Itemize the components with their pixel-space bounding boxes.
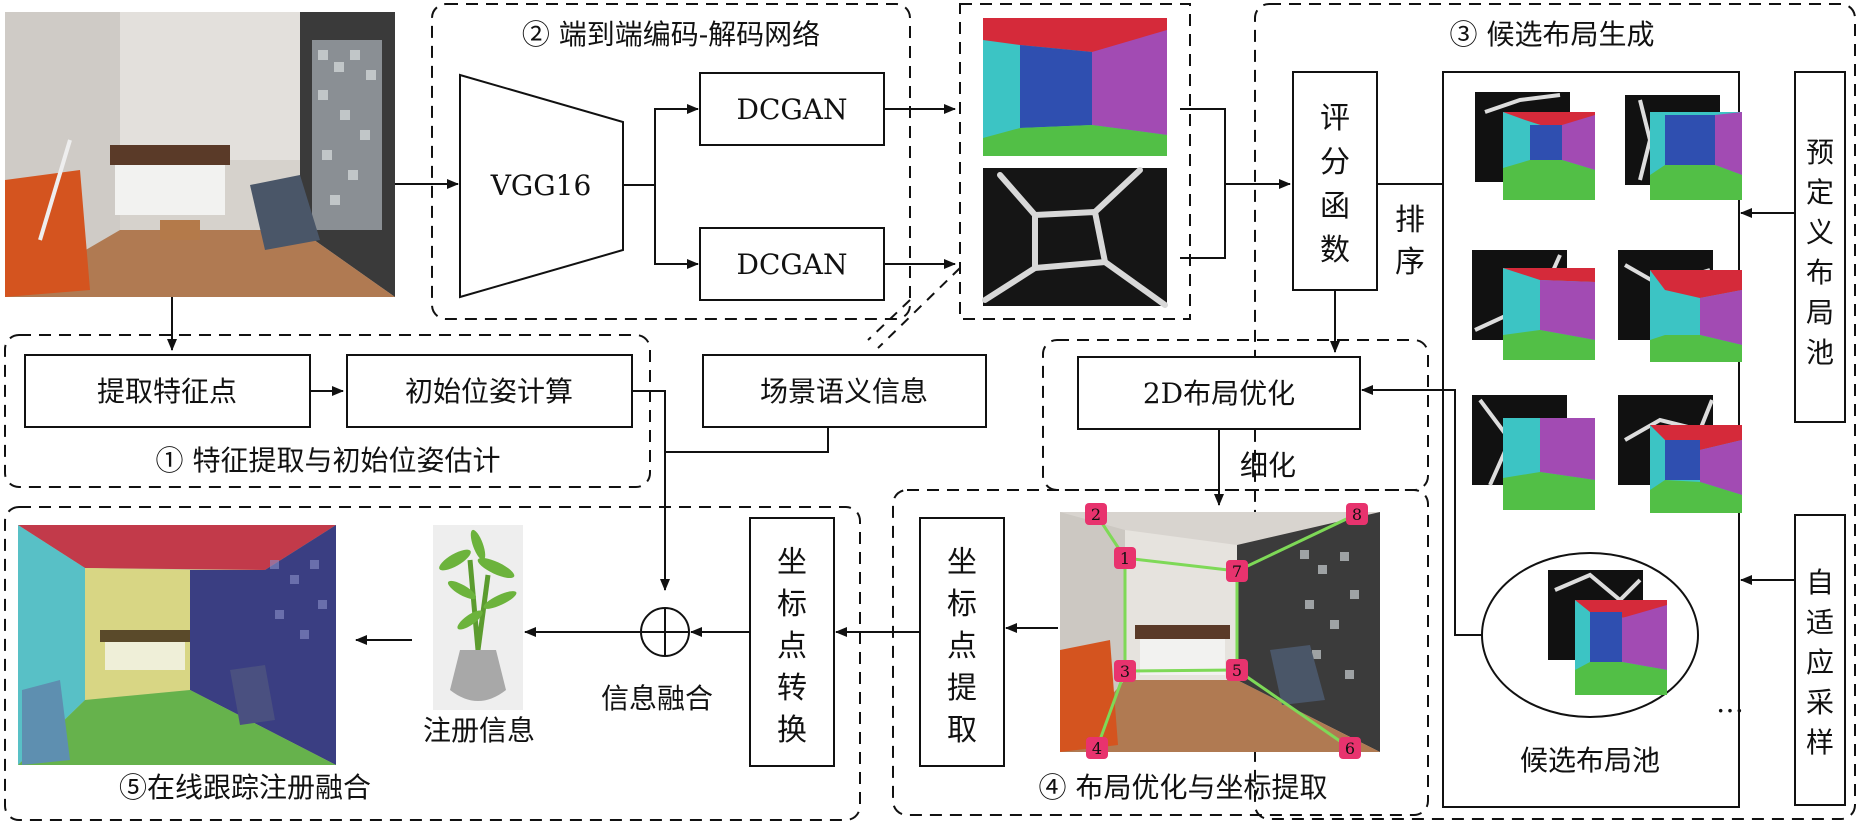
svg-text:7: 7	[1232, 562, 1242, 581]
svg-text:点: 点	[947, 629, 977, 664]
extract-features-block	[24, 354, 311, 428]
module-4-lower-frame	[892, 489, 1429, 816]
coord-transform-block	[749, 517, 835, 767]
svg-text:采: 采	[1806, 686, 1834, 719]
keypoint-2: 2	[1085, 503, 1107, 525]
svg-text:3: 3	[1120, 662, 1130, 681]
svg-text:点: 点	[777, 629, 807, 664]
score-function-block	[1292, 71, 1378, 291]
module-5-title: ⑤在线跟踪注册融合	[119, 771, 371, 804]
keypoint-3: 3	[1114, 660, 1136, 682]
svg-text:排: 排	[1395, 203, 1425, 238]
fused-result-image	[18, 525, 336, 765]
coord-extract-block	[919, 517, 1005, 767]
svg-text:取: 取	[947, 713, 977, 748]
keypoint-1: 1	[1114, 547, 1136, 569]
module-1-frame	[4, 334, 651, 488]
registration-info-label: 注册信息	[423, 714, 535, 747]
coord-extract-label: 坐 标 点 提 取	[947, 545, 977, 748]
svg-text:坐: 坐	[777, 545, 807, 580]
module-1-title: ① 特征提取与初始位姿估计	[156, 444, 501, 477]
coord-transform-label: 坐 标 点 转 换	[777, 545, 807, 748]
svg-text:标: 标	[947, 587, 977, 622]
score-function-label: 评 分 函 数	[1320, 101, 1350, 268]
pool-thumbnail	[1548, 570, 1667, 695]
module-5-frame	[4, 506, 861, 821]
module-3-title: ③ 候选布局生成	[1450, 18, 1655, 51]
svg-text:自: 自	[1806, 566, 1834, 599]
predefined-pool-label: 预 定 义 布 局 池	[1806, 136, 1834, 369]
svg-text:函: 函	[1320, 189, 1350, 224]
svg-text:数: 数	[1320, 233, 1350, 268]
svg-text:序: 序	[1395, 245, 1425, 280]
keypoint-4: 4	[1086, 737, 1108, 759]
svg-text:4: 4	[1092, 739, 1102, 758]
module-2-title: ② 端到端编码-解码网络	[522, 18, 820, 51]
scene-semantics-block	[702, 354, 987, 428]
svg-text:2: 2	[1091, 505, 1101, 524]
info-fusion-label: 信息融合	[601, 682, 713, 715]
dcgan-bottom-label: DCGAN	[737, 248, 848, 281]
vgg-encoder-block	[459, 73, 624, 299]
svg-text:8: 8	[1352, 505, 1362, 524]
fusion-symbol	[640, 607, 690, 657]
svg-text:布: 布	[1806, 256, 1834, 289]
refine-label: 细化	[1240, 449, 1296, 482]
svg-text:6: 6	[1345, 739, 1355, 758]
adaptive-sampling-block	[1794, 514, 1846, 806]
scene-semantics-label: 场景语义信息	[760, 375, 928, 408]
svg-text:评: 评	[1320, 101, 1350, 136]
module-2-frame	[431, 3, 911, 320]
initial-pose-label: 初始位姿计算	[405, 375, 573, 408]
svg-text:5: 5	[1232, 661, 1242, 680]
edge-map	[982, 167, 1168, 308]
svg-text:定: 定	[1806, 176, 1834, 209]
adaptive-sampling-label: 自 适 应 采 样	[1806, 566, 1834, 759]
svg-text:局: 局	[1806, 296, 1834, 329]
svg-text:适: 适	[1806, 606, 1834, 639]
svg-text:预: 预	[1806, 136, 1834, 169]
keypoint-8: 8	[1346, 503, 1368, 525]
segmentation-map	[983, 18, 1167, 156]
svg-text:标: 标	[777, 587, 807, 622]
svg-text:转: 转	[777, 671, 807, 706]
svg-text:应: 应	[1806, 646, 1834, 679]
svg-text:义: 义	[1806, 216, 1834, 249]
input-room-photo	[5, 12, 395, 297]
predefined-pool-block	[1794, 71, 1846, 423]
vgg-label: VGG16	[490, 169, 592, 202]
candidate-pool-label: 候选布局池	[1520, 744, 1660, 777]
dcgan-top-label: DCGAN	[737, 93, 848, 126]
plant-vase-image	[433, 525, 523, 710]
candidate-thumbnails	[1472, 92, 1742, 513]
svg-text:1: 1	[1120, 549, 1130, 568]
keypoint-6: 6	[1339, 737, 1361, 759]
svg-text:提: 提	[947, 671, 977, 706]
keypoints: 1 2 3 4 5 6 7 8	[1085, 503, 1368, 759]
module-4-title: ④ 布局优化与坐标提取	[1039, 771, 1328, 804]
refined-layout-photo	[1060, 512, 1380, 752]
svg-text:分: 分	[1320, 145, 1350, 180]
layout-optimization-label: 2D布局优化	[1143, 377, 1295, 410]
svg-text:样: 样	[1806, 726, 1834, 759]
svg-text:坐: 坐	[947, 545, 977, 580]
svg-text:池: 池	[1806, 336, 1834, 369]
svg-text:换: 换	[777, 713, 807, 748]
keypoint-7: 7	[1226, 560, 1248, 582]
ellipsis-text: …	[1716, 686, 1744, 719]
sort-label: 排 序	[1395, 203, 1425, 280]
extract-features-label: 提取特征点	[97, 375, 237, 408]
keypoint-5: 5	[1226, 659, 1248, 681]
output-maps-frame	[959, 3, 1191, 320]
